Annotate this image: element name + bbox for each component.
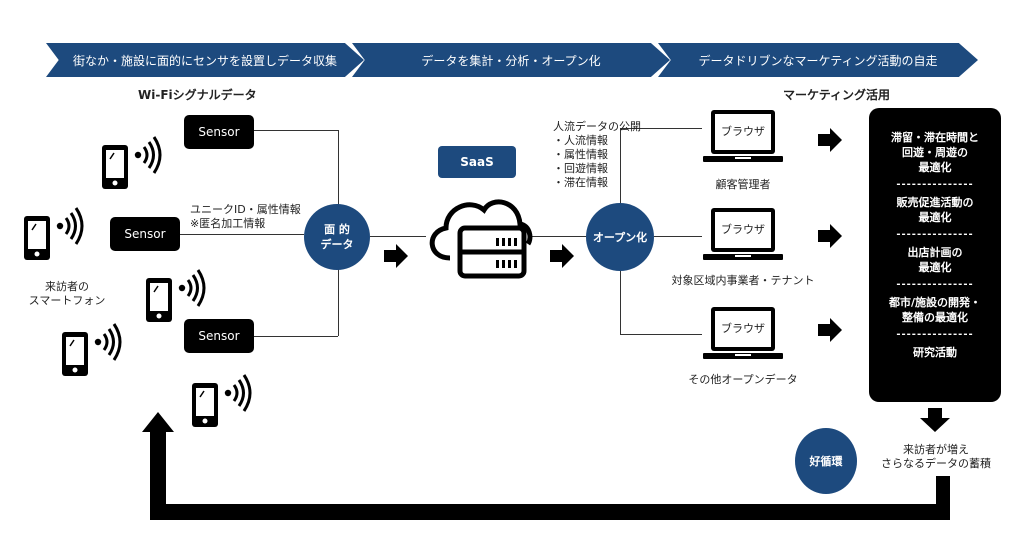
connector-line bbox=[370, 236, 426, 237]
browser-caption: 顧客管理者 bbox=[715, 178, 771, 191]
connector-line bbox=[654, 236, 702, 237]
stage-analyze-label: データを集計・分析・オープン化 bbox=[421, 53, 601, 68]
cloud-server-icon bbox=[429, 199, 533, 279]
smartphone-icon bbox=[22, 206, 84, 262]
connector-line bbox=[620, 128, 621, 204]
caption-line: 来訪者の bbox=[45, 280, 89, 293]
note-line: ※匿名加工情報 bbox=[190, 217, 266, 230]
publish-title: 人流データの公開 bbox=[553, 120, 641, 133]
circle-line: データ bbox=[320, 238, 354, 251]
outcome-item: 研究活動 bbox=[913, 346, 957, 359]
smartphone-icon bbox=[100, 135, 162, 191]
connector-line bbox=[620, 268, 621, 334]
connector-line bbox=[620, 334, 702, 335]
circle-label: オープン化 bbox=[592, 231, 648, 244]
cycle-circle: 好循環 bbox=[795, 428, 857, 494]
stage-marketing: データドリブンなマーケティング活動の自走 bbox=[658, 43, 978, 77]
browser-screen-label: ブラウザ bbox=[721, 125, 765, 138]
connector-line bbox=[254, 130, 338, 131]
outcome-separator: --------------- bbox=[896, 279, 974, 290]
publish-item: ・人流情報 bbox=[553, 134, 608, 147]
wifi-title: Wi-Fiシグナルデータ bbox=[138, 88, 257, 102]
outcomes-panel: 滞留・滞在時間と回遊・周遊の最適化 --------------- 販売促進活動… bbox=[869, 108, 1001, 402]
stage-collect: 街なか・施設に面的にセンサを設置しデータ収集 bbox=[46, 43, 364, 77]
publish-item: ・属性情報 bbox=[553, 148, 608, 161]
connector-line bbox=[254, 336, 338, 337]
smartphone-icon bbox=[60, 322, 122, 378]
area-data-circle: 面 的データ bbox=[304, 204, 370, 270]
connector-line bbox=[180, 234, 304, 235]
outcome-separator: --------------- bbox=[896, 329, 974, 340]
growth-note: 来訪者が増え さらなるデータの蓄積 bbox=[872, 443, 1000, 471]
unique-id-note: ユニークID・属性情報 ※匿名加工情報 bbox=[190, 203, 301, 231]
smartphone-icon bbox=[190, 373, 252, 429]
note-line: ユニークID・属性情報 bbox=[190, 203, 301, 216]
publish-item: ・回遊情報 bbox=[553, 162, 608, 175]
sensor-box: Sensor bbox=[184, 115, 254, 149]
outcome-item: 販売促進活動の最適化 bbox=[896, 196, 974, 224]
publish-item: ・滞在情報 bbox=[553, 176, 608, 189]
saas-label: SaaS bbox=[460, 155, 494, 169]
smartphone-caption: 来訪者の スマートフォン bbox=[22, 280, 112, 308]
browser-caption: 対象区域内事業者・テナント bbox=[671, 274, 815, 287]
browser-screen-label: ブラウザ bbox=[721, 322, 765, 335]
connector-line bbox=[530, 236, 586, 237]
outcome-item: 出店計画の最適化 bbox=[907, 246, 963, 274]
sensor-label: Sensor bbox=[124, 227, 166, 241]
caption-line: スマートフォン bbox=[28, 294, 106, 307]
outcome-item: 都市/施設の開発・整備の最適化 bbox=[888, 296, 982, 324]
sensor-label: Sensor bbox=[198, 329, 240, 343]
marketing-title: マーケティング活用 bbox=[783, 88, 891, 102]
publish-note: 人流データの公開 ・人流情報 ・属性情報 ・回遊情報 ・滞在情報 bbox=[553, 120, 641, 190]
sensor-label: Sensor bbox=[198, 125, 240, 139]
browser-screen-label: ブラウザ bbox=[721, 223, 765, 236]
outcome-separator: --------------- bbox=[896, 229, 974, 240]
stage-marketing-label: データドリブンなマーケティング活動の自走 bbox=[698, 53, 938, 68]
note-line: 来訪者が増え bbox=[903, 443, 969, 456]
sensor-box: Sensor bbox=[110, 217, 180, 251]
outcome-item: 滞留・滞在時間と回遊・周遊の最適化 bbox=[891, 131, 979, 174]
browser-caption: その他オープンデータ bbox=[688, 373, 798, 386]
connector-line bbox=[338, 130, 339, 206]
sensor-box: Sensor bbox=[184, 319, 254, 353]
saas-badge: SaaS bbox=[438, 146, 516, 178]
connector-line bbox=[338, 266, 339, 336]
outcome-separator: --------------- bbox=[896, 179, 974, 190]
circle-label: 好循環 bbox=[809, 455, 843, 468]
connector-line bbox=[620, 128, 702, 129]
note-line: さらなるデータの蓄積 bbox=[881, 457, 991, 470]
smartphone-icon bbox=[144, 268, 206, 324]
stage-analyze: データを集計・分析・オープン化 bbox=[352, 43, 670, 77]
stage-collect-label: 街なか・施設に面的にセンサを設置しデータ収集 bbox=[72, 53, 337, 68]
circle-line: 面 的 bbox=[324, 223, 350, 236]
open-data-circle: オープン化 bbox=[586, 203, 654, 271]
